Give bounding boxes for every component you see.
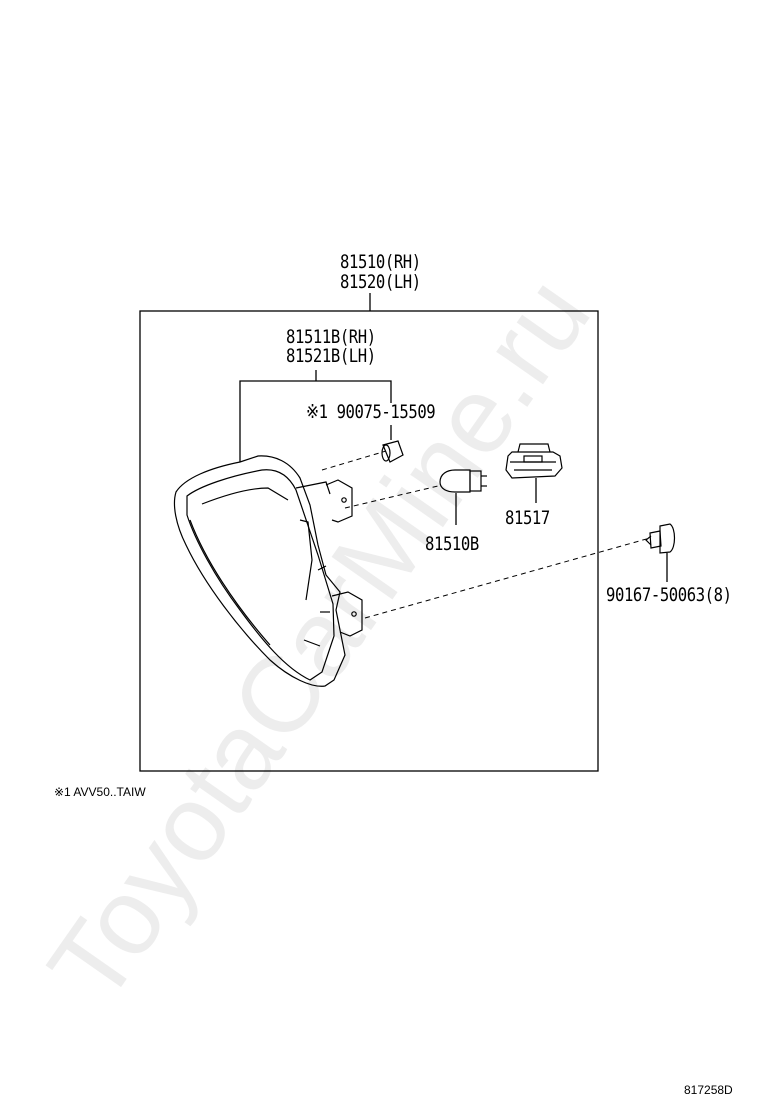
assembly-lines — [321, 450, 651, 619]
lamp-housing — [173, 455, 363, 687]
screw-part — [645, 523, 676, 554]
bulb-cover-label: ※1 90075-15509 — [306, 401, 436, 423]
assembly-rh-label: 81510(RH) — [340, 251, 421, 273]
footnote: ※1 AVV50..TAIW — [54, 785, 146, 799]
bulb-cover-part — [381, 440, 404, 463]
assembly-frame — [139, 310, 599, 772]
socket-label: 81517 — [505, 507, 550, 529]
socket-part — [505, 443, 563, 479]
screw-label: 90167-50063(8) — [606, 584, 732, 606]
figure-code: 817258D — [684, 1083, 733, 1097]
bulb-part — [439, 469, 487, 493]
assembly-lh-label: 81520(LH) — [340, 271, 421, 293]
housing-rh-label: 81511B(RH) — [286, 326, 376, 348]
housing-lh-label: 81521B(LH) — [286, 345, 376, 367]
bulb-label: 81510B — [425, 533, 479, 555]
